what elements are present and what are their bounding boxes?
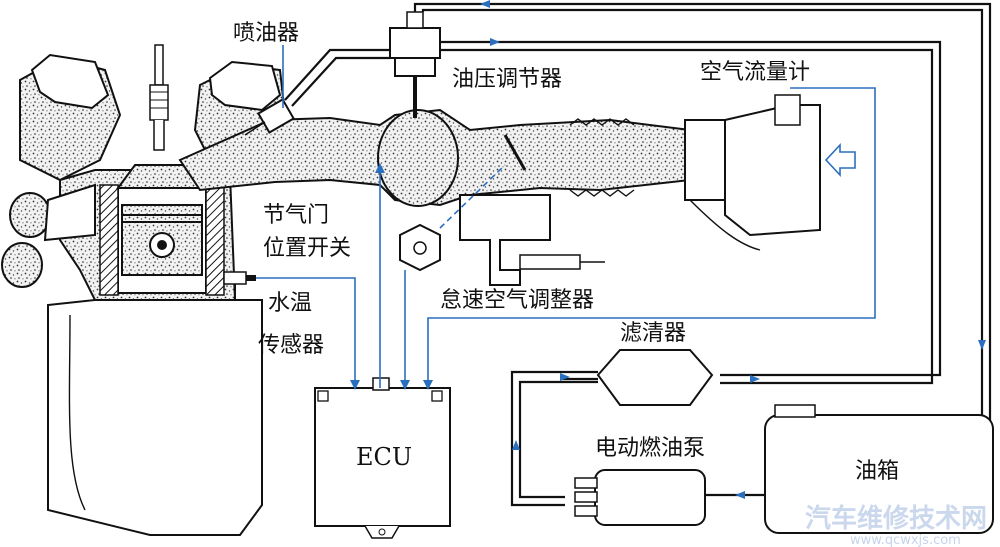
throttle-body (377, 109, 459, 207)
label-injector: 喷油器 (233, 21, 299, 46)
label-idle-air-control: 怠速空气调整器 (440, 288, 594, 313)
wire-coolant-sensor (256, 277, 360, 390)
idle-air-control-valve (459, 194, 605, 286)
fuel-injector (244, 98, 295, 136)
ecu-block (314, 377, 451, 539)
fuel-line-to-injector-inner (291, 56, 390, 107)
air-flow-meter (684, 94, 856, 251)
fuel-line-to-injector (284, 48, 390, 101)
pump-to-filter-line-inner (518, 380, 598, 499)
label-filter: 滤清器 (620, 321, 686, 346)
label-coolant-sensor-2: 传感器 (258, 333, 324, 358)
valve-cover-left (19, 53, 122, 182)
coolant-temp-sensor (223, 271, 256, 285)
label-air-flow-meter: 空气流量计 (700, 60, 810, 85)
pressure-regulator (389, 11, 441, 118)
engine-skirt (68, 314, 86, 511)
fuel-return-line (413, 2, 992, 420)
throttle-position-switch (399, 223, 441, 272)
fuel-filter (560, 349, 714, 406)
throttle-linkage (439, 164, 506, 229)
spark-plug (149, 44, 169, 151)
label-coolant-sensor-1: 水温 (268, 291, 312, 316)
ecu-box (314, 387, 451, 527)
label-throttle-switch-1: 节气门 (263, 203, 329, 228)
signal-wires (256, 50, 876, 390)
pump-to-filter-line (510, 370, 598, 507)
intake-path (178, 94, 856, 286)
label-fuel-pump: 电动燃油泵 (595, 436, 705, 461)
exhaust-manifold (1, 183, 96, 288)
fuel-return-line-inner (421, 8, 984, 420)
watermark-url: www.qcwxjs.com (850, 533, 961, 547)
cylinder-wall-left (99, 184, 119, 296)
piston (121, 204, 203, 276)
cylinder-wall-right (205, 184, 225, 296)
throttle-valve (503, 134, 527, 171)
fuel-supply-line-inner (440, 48, 934, 385)
engine (1, 44, 287, 536)
wire-air-flow-meter (423, 87, 876, 390)
fuel-system (284, 0, 994, 534)
electric-fuel-pump (574, 469, 765, 526)
label-pressure-regulator: 油压调节器 (452, 67, 562, 92)
fuel-supply-line (440, 40, 942, 377)
label-throttle-switch-2: 位置开关 (263, 236, 351, 261)
intake-bellows (569, 118, 635, 197)
label-ecu: ECU (356, 443, 412, 471)
fuel-tank (764, 404, 994, 534)
intake-air-arrow (824, 142, 856, 178)
label-fuel-tank: 油箱 (855, 459, 899, 484)
watermark-cn: 汽车维修技术网 (805, 503, 987, 534)
